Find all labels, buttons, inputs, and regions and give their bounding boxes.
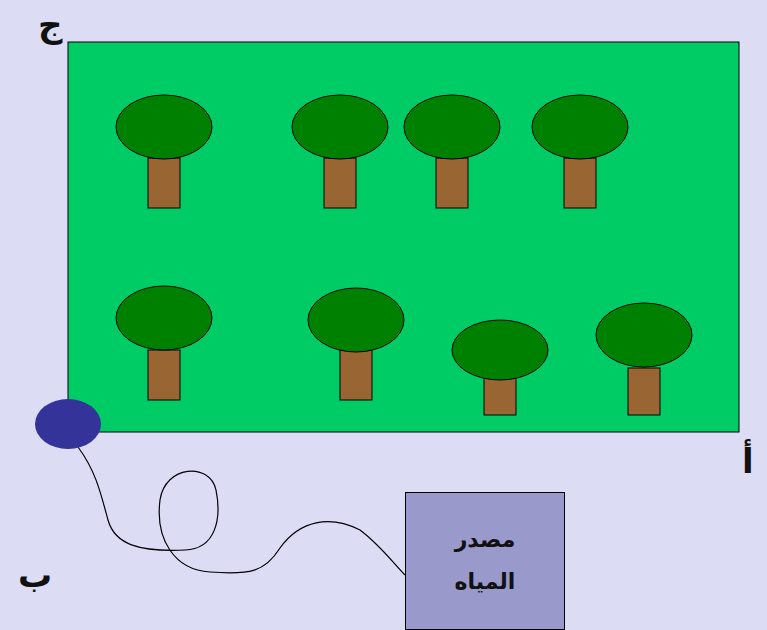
corner-letter: ج: [38, 8, 63, 42]
corner-letter: أ: [742, 444, 754, 478]
corner-letter: ب: [18, 558, 52, 592]
water-pipe: [78, 447, 405, 575]
water-source-box: مصدر المياه: [405, 492, 565, 630]
trees: [116, 95, 692, 415]
box-text: مصدر المياه: [440, 519, 530, 603]
garden-field: [68, 42, 739, 432]
water-outlet: [35, 399, 101, 449]
